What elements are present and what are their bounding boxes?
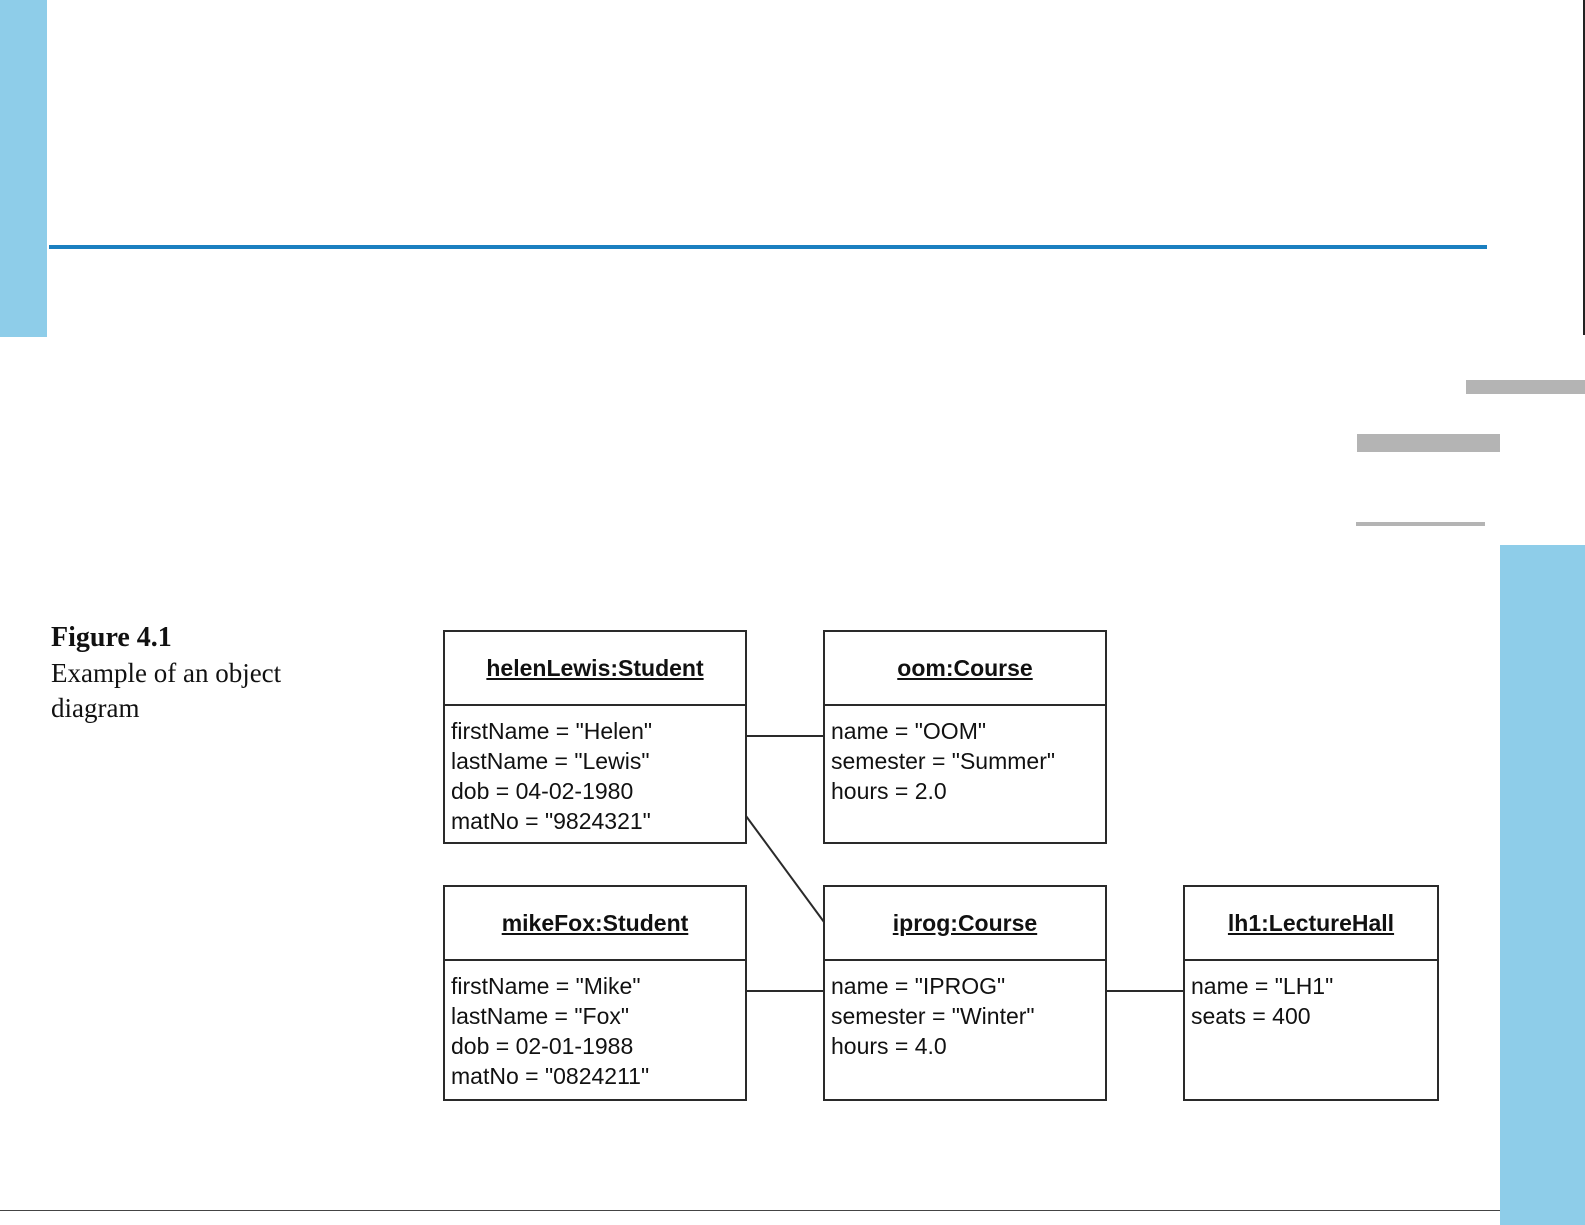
attribute: dob = 04-02-1980	[451, 778, 634, 804]
attribute: lastName = "Lewis"	[451, 748, 650, 774]
attribute: dob = 02-01-1988	[451, 1033, 634, 1059]
gray-bar-1	[1466, 380, 1585, 394]
right-accent-bar	[1500, 545, 1585, 1225]
title-divider	[49, 245, 1487, 249]
object-attributes: name = "LH1" seats = 400	[1185, 961, 1437, 1031]
attribute: hours = 4.0	[831, 1033, 947, 1059]
object-title: lh1:LectureHall	[1185, 887, 1437, 961]
attribute: firstName = "Helen"	[451, 718, 653, 744]
object-title: iprog:Course	[825, 887, 1105, 961]
figure-number: Figure 4.1	[51, 622, 172, 653]
right-edge-line	[1583, 0, 1585, 335]
left-accent-bar	[0, 0, 47, 337]
object-attributes: name = "IPROG" semester = "Winter" hours…	[825, 961, 1105, 1061]
bottom-rule	[0, 1210, 1500, 1211]
gray-bar-3	[1356, 522, 1485, 526]
attribute: matNo = "9824321"	[451, 808, 651, 834]
attribute: firstName = "Mike"	[451, 973, 641, 999]
object-title: mikeFox:Student	[445, 887, 745, 961]
attribute: lastName = "Fox"	[451, 1003, 630, 1029]
link-helen-iprog	[745, 815, 825, 923]
figure-caption: Figure 4.1 Example of an object diagram	[51, 620, 371, 726]
attribute: semester = "Winter"	[831, 1003, 1035, 1029]
object-lh1: lh1:LectureHall name = "LH1" seats = 400	[1183, 885, 1439, 1101]
attribute: name = "OOM"	[831, 718, 987, 744]
attribute: matNo = "0824211"	[451, 1063, 650, 1089]
object-attributes: name = "OOM" semester = "Summer" hours =…	[825, 706, 1105, 806]
attribute: seats = 400	[1191, 1003, 1311, 1029]
object-helenLewis: helenLewis:Student firstName = "Helen" l…	[443, 630, 747, 844]
attribute: name = "IPROG"	[831, 973, 1006, 999]
object-attributes: firstName = "Helen" lastName = "Lewis" d…	[445, 706, 745, 836]
object-title: oom:Course	[825, 632, 1105, 706]
attribute: name = "LH1"	[1191, 973, 1334, 999]
gray-bar-2	[1357, 434, 1500, 452]
object-attributes: firstName = "Mike" lastName = "Fox" dob …	[445, 961, 745, 1091]
object-iprog: iprog:Course name = "IPROG" semester = "…	[823, 885, 1107, 1101]
object-oom: oom:Course name = "OOM" semester = "Summ…	[823, 630, 1107, 844]
figure-description: Example of an object diagram	[51, 658, 282, 723]
attribute: semester = "Summer"	[831, 748, 1056, 774]
attribute: hours = 2.0	[831, 778, 947, 804]
object-mikeFox: mikeFox:Student firstName = "Mike" lastN…	[443, 885, 747, 1101]
object-title: helenLewis:Student	[445, 632, 745, 706]
